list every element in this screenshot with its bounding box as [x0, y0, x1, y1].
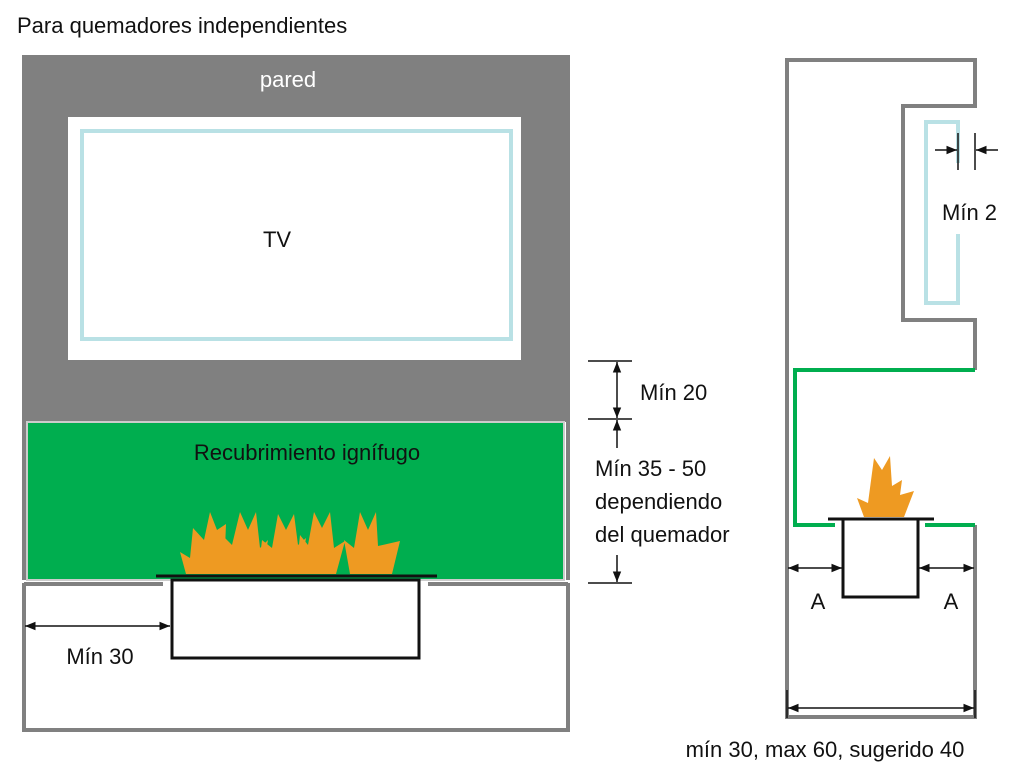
left-gap-label: A [811, 589, 826, 614]
side-tv-gap-label: Mín 2 [942, 200, 997, 225]
side-tv [924, 120, 960, 305]
diagram-title: Para quemadores independientes [17, 13, 347, 38]
height-dimensions [588, 360, 632, 584]
coating-height-line-1: Mín 35 - 50 [595, 456, 706, 481]
tv-gap-label: Mín 20 [640, 380, 707, 405]
burner [170, 578, 421, 660]
tv-label: TV [263, 227, 291, 252]
side-burner [841, 517, 920, 599]
tv-frame [68, 117, 521, 360]
side-clearance-label: Mín 30 [66, 644, 133, 669]
side-coating [793, 368, 975, 527]
side-wall [785, 58, 977, 719]
coating-label: Recubrimiento ignífugo [194, 440, 420, 465]
tv [80, 129, 513, 341]
side-flame-icon [857, 456, 914, 517]
front-view: pared TV Recubrimiento ignífugo Mín 30 [22, 55, 730, 732]
coating-height-line-2: dependiendo [595, 489, 722, 514]
right-gap-label: A [944, 589, 959, 614]
depth-label: mín 30, max 60, sugerido 40 [686, 737, 965, 762]
side-view: Mín 2 A A mín 30, max 60, sugerido 40 [686, 58, 998, 762]
lower-cabinet [22, 583, 570, 732]
flame-icon [180, 512, 400, 574]
coating-height-line-3: del quemador [595, 522, 730, 547]
wall-label: pared [260, 67, 316, 92]
